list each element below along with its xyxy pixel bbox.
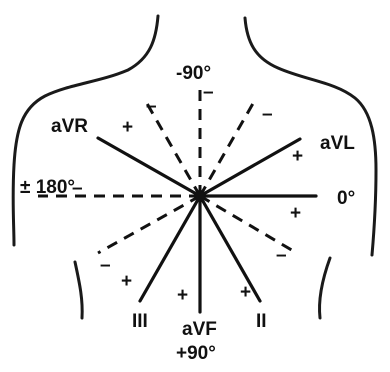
sign-aVF-plus: + <box>177 286 188 305</box>
label-aVR: aVR <box>51 117 88 136</box>
sign-I-plus: + <box>290 204 301 223</box>
label-minus-90: -90° <box>176 64 211 83</box>
lead-aVR-line <box>98 138 200 196</box>
sign-II-plus: + <box>240 283 251 302</box>
label-aVL: aVL <box>320 134 355 153</box>
sign-aVL-plus: + <box>292 147 303 166</box>
lead-aVL-line <box>200 139 300 196</box>
label-III: III <box>132 312 148 331</box>
sign-aVR-plus: + <box>122 118 133 137</box>
sign-aVL-minus: – <box>100 256 111 275</box>
sign-aVF-minus: – <box>203 83 214 102</box>
label-0: 0° <box>337 189 355 208</box>
label-II: II <box>256 312 267 331</box>
sign-I-minus: – <box>72 179 83 198</box>
center-dot <box>195 191 205 201</box>
label-plus-90: +90° <box>176 344 216 363</box>
right-neck-outline <box>245 18 376 255</box>
sign-aVR-minus: – <box>276 246 287 265</box>
sign-II-minus: – <box>146 97 157 116</box>
sign-III-plus: + <box>121 272 132 291</box>
right-arm-outline <box>319 258 330 318</box>
label-180: ± 180° <box>20 178 75 197</box>
sign-III-minus: – <box>262 105 273 124</box>
left-arm-outline <box>75 262 82 318</box>
label-aVF: aVF <box>182 320 217 339</box>
lead-III-line <box>140 196 200 301</box>
